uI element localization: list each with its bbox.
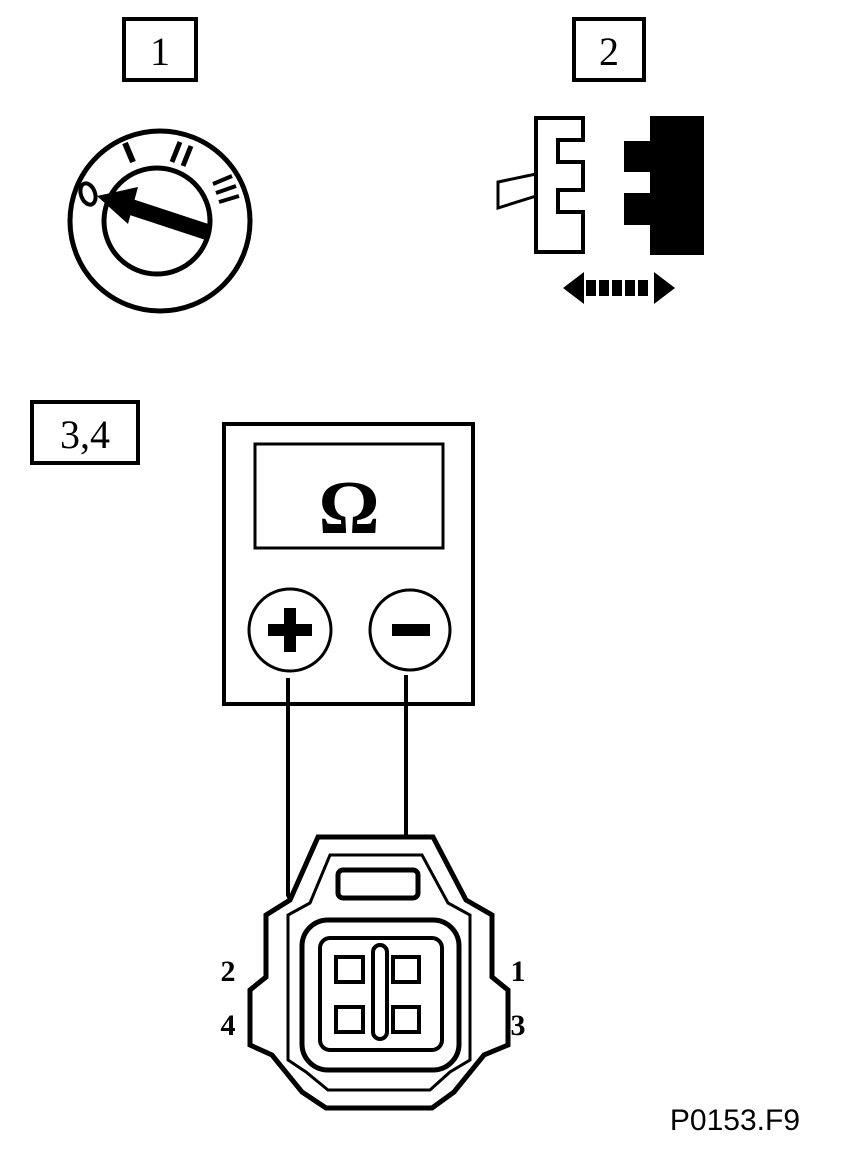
step-1-label: 1: [150, 29, 170, 74]
ohm-symbol: Ω: [319, 466, 380, 550]
pin-4-label: 4: [221, 1009, 236, 1042]
sensor-connector: [247, 834, 511, 1111]
step-34-label-box: 3,4: [30, 400, 140, 465]
figure-code: P0153.F9: [670, 1104, 800, 1137]
double-arrow-icon: [563, 272, 675, 304]
ignition-arrow-icon: [97, 187, 210, 240]
step-2-label: 2: [599, 29, 619, 74]
ohmmeter: Ω: [222, 422, 475, 706]
step-2-label-box: 2: [572, 17, 646, 82]
ignition-mark-iii: [212, 174, 240, 204]
step-1-label-box: 1: [122, 17, 198, 82]
pin-3-label: 3: [511, 1009, 526, 1042]
connector-pin-4: [334, 1005, 365, 1034]
step-34-label: 3,4: [60, 412, 110, 457]
ignition-mark-i: [122, 141, 136, 164]
connector-pin-3: [391, 1005, 421, 1034]
pin-1-label: 1: [511, 955, 526, 988]
ignition-mark-0: [78, 181, 98, 207]
connector-disconnect-icon: [496, 116, 704, 304]
ignition-mark-ii: [169, 141, 194, 167]
connector-pin-1: [391, 955, 421, 984]
pin-2-label: 2: [221, 955, 236, 988]
plus-terminal: [247, 587, 333, 673]
minus-terminal: [368, 588, 452, 672]
ignition-switch-icon: [67, 128, 253, 314]
connector-pin-2: [334, 955, 365, 984]
